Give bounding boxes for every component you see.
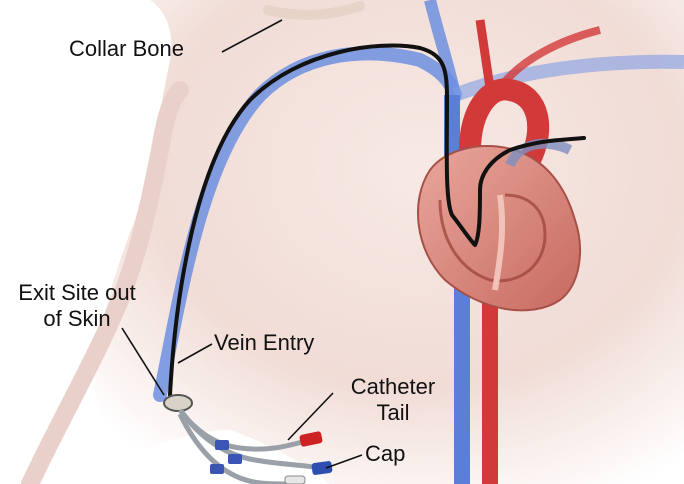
tube-clamp-2 bbox=[228, 454, 242, 464]
cap-label: Cap bbox=[365, 441, 406, 466]
cap-red bbox=[299, 431, 323, 447]
cap-leader bbox=[325, 454, 363, 469]
catheter-tail-leader bbox=[287, 392, 334, 441]
heart-interior bbox=[438, 193, 547, 283]
cap-blue bbox=[311, 461, 333, 475]
heart-septum bbox=[492, 194, 506, 291]
exit-site-leader bbox=[121, 327, 165, 396]
carotid-artery bbox=[475, 19, 495, 89]
collar-bone bbox=[263, 1, 365, 20]
exit-site-label: Exit Site out of Skin bbox=[2, 280, 152, 332]
cap-white bbox=[284, 475, 306, 484]
exit-site-hub bbox=[163, 394, 193, 412]
catheter-tail-label-line1: Catheter bbox=[350, 374, 436, 399]
exit-site-label-line2: of Skin bbox=[43, 306, 111, 331]
catheter-tail-label-line2: Tail bbox=[376, 400, 410, 425]
aortic-arch bbox=[459, 78, 550, 171]
collar-bone-label: Collar Bone bbox=[69, 36, 184, 61]
jugular-vein bbox=[424, 0, 461, 97]
catheter-line bbox=[168, 43, 586, 397]
catheter-tail-label: Catheter Tail bbox=[335, 374, 451, 426]
tube-clamp-3 bbox=[210, 464, 224, 474]
tube-clamp-1 bbox=[215, 440, 229, 450]
vein-entry-label: Vein Entry bbox=[214, 330, 315, 355]
vein-entry-leader bbox=[177, 343, 213, 364]
subclavian-artery bbox=[496, 26, 601, 91]
exit-site-label-line1: Exit Site out bbox=[18, 280, 136, 305]
left-brachiocephalic-vein bbox=[452, 54, 684, 102]
arm-shadow bbox=[21, 81, 189, 484]
catheter-tail-tube-2 bbox=[179, 410, 321, 471]
collar-bone-leader bbox=[221, 19, 283, 53]
